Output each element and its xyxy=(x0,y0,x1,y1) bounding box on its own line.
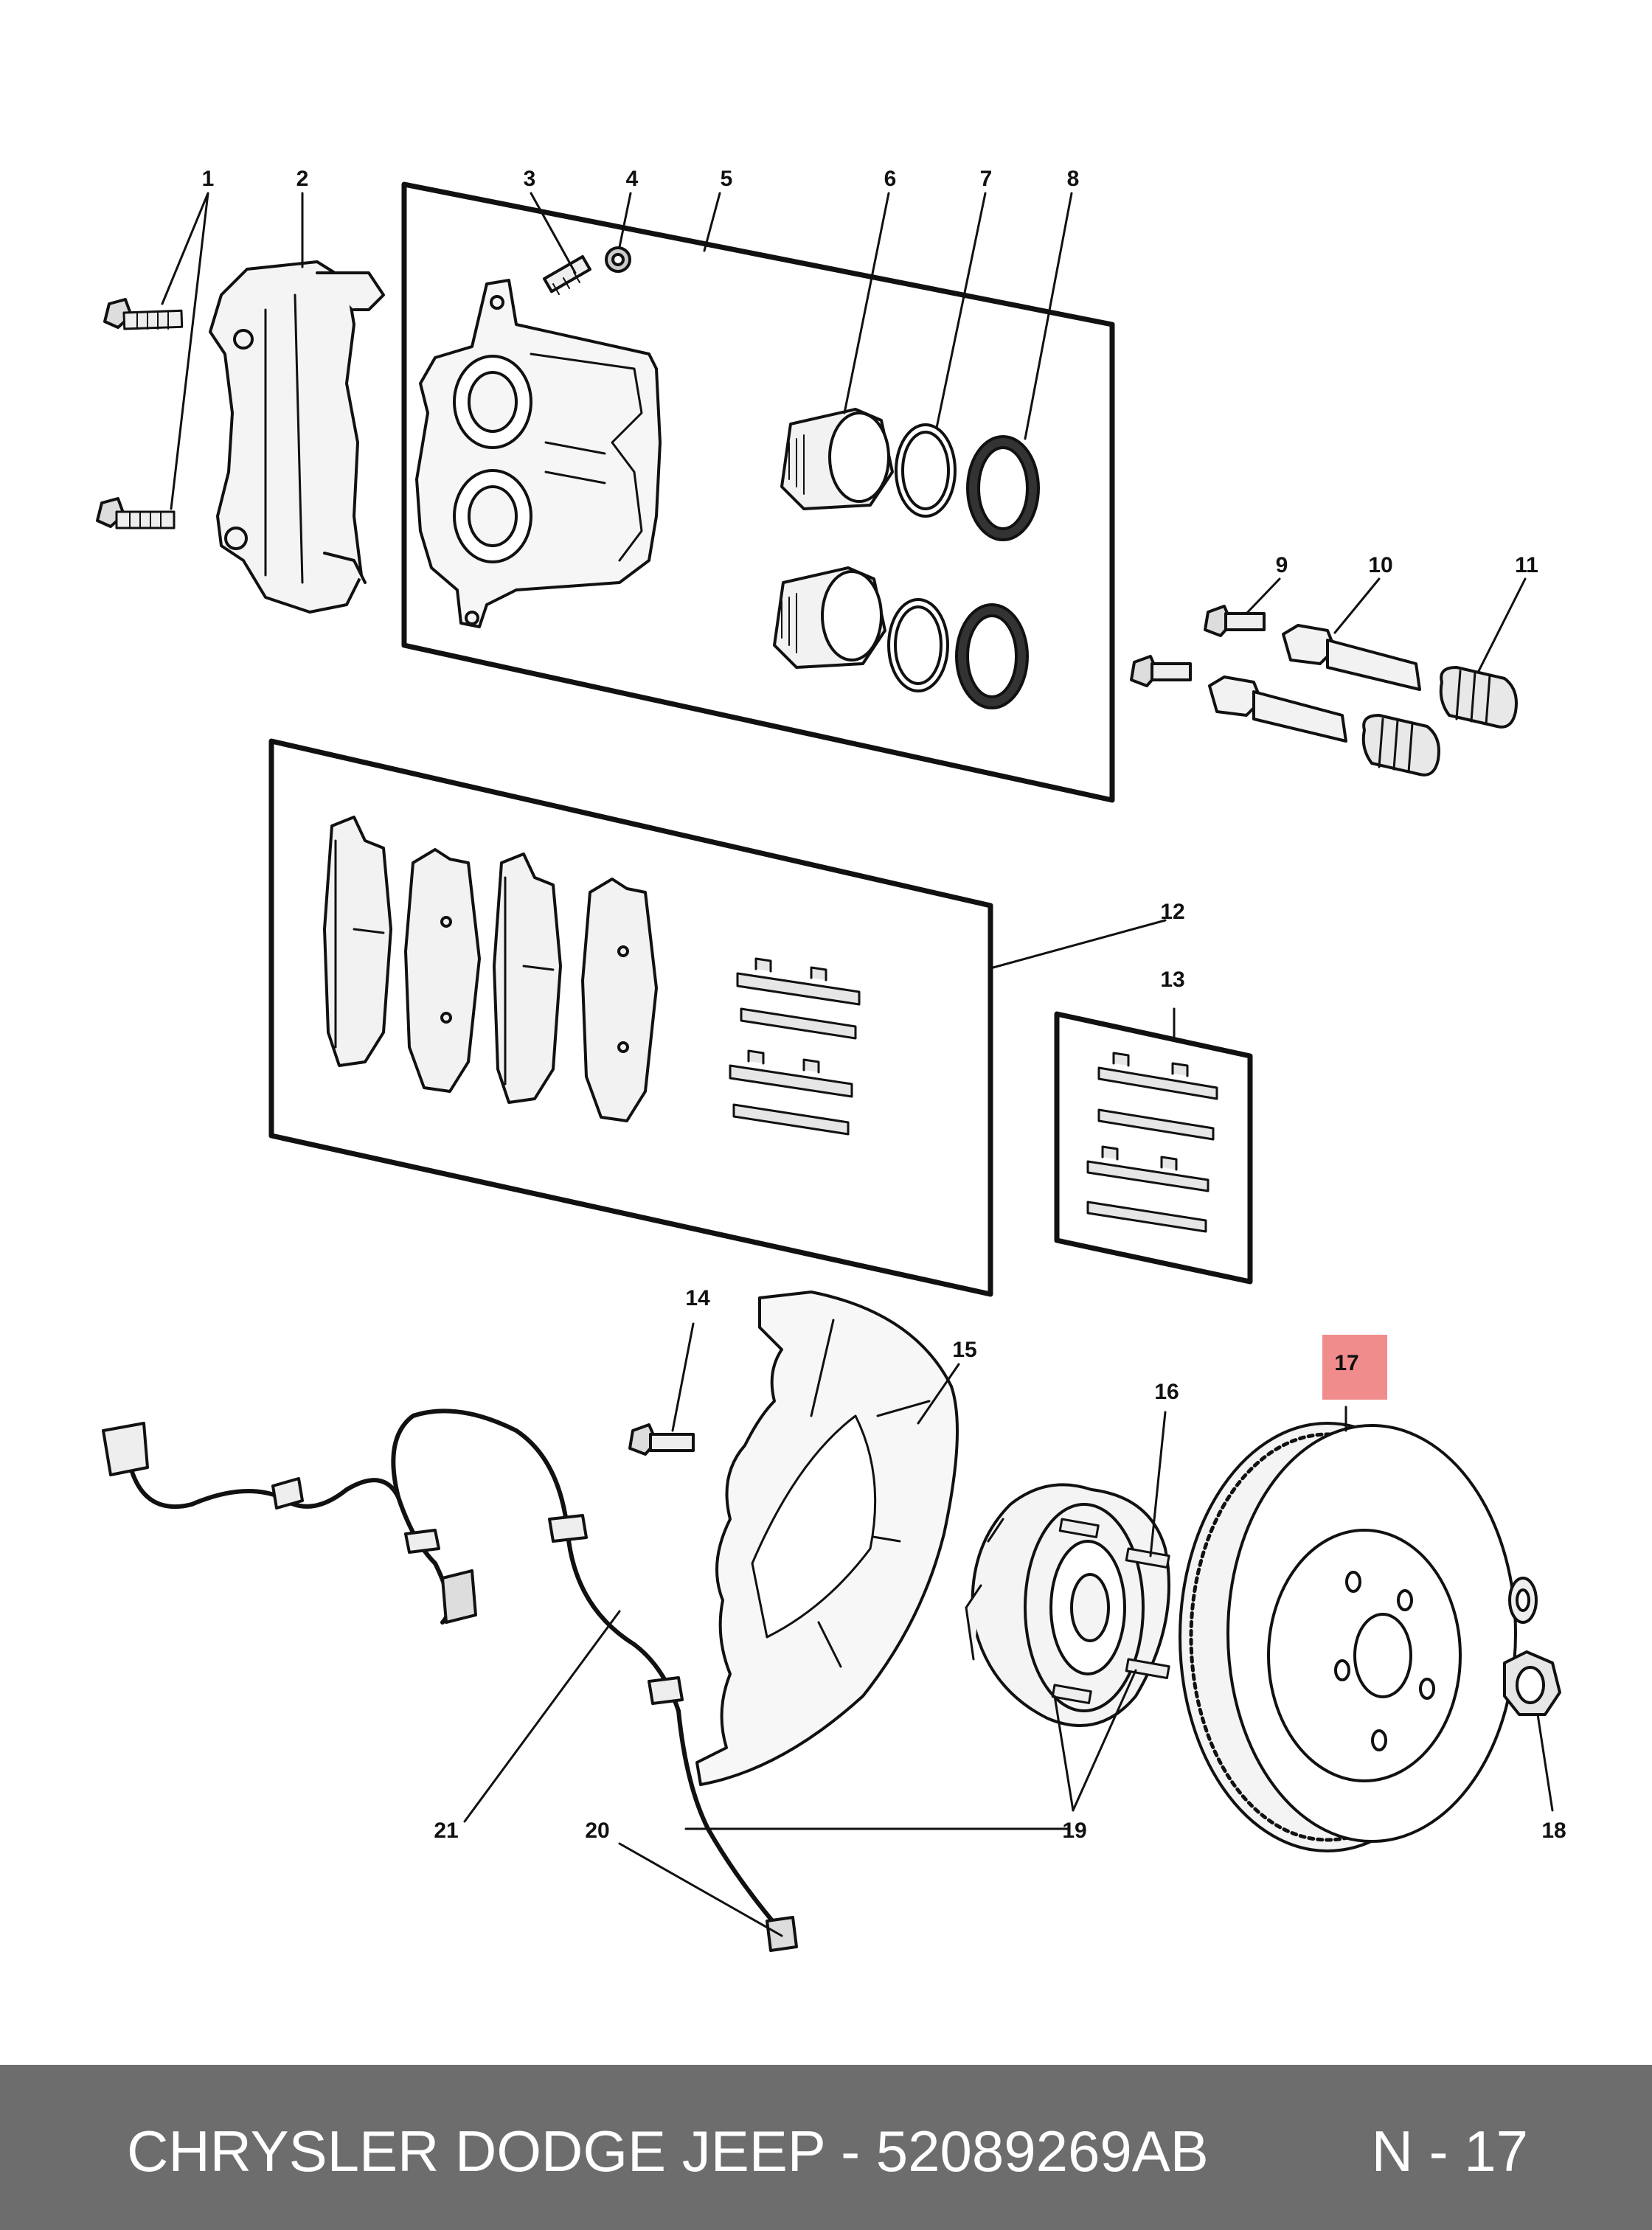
guide-pin-boot-lower xyxy=(1361,714,1440,777)
callout-19: 19 xyxy=(1062,1819,1086,1843)
caliper-mounting-bracket xyxy=(209,260,385,614)
brake-pad-2 xyxy=(404,848,481,1093)
piston-o-ring-upper xyxy=(895,423,957,518)
callout-17: 17 xyxy=(1334,1351,1358,1375)
piston-seal-upper xyxy=(966,435,1040,541)
callout-13: 13 xyxy=(1160,968,1184,992)
callout-12: 12 xyxy=(1160,900,1184,924)
caliper-piston-upper xyxy=(780,408,894,510)
leader-lines xyxy=(161,192,1554,1937)
guide-pin-upper xyxy=(1282,624,1421,691)
brake-pad-set-frame xyxy=(268,738,993,1297)
callout-10: 10 xyxy=(1368,553,1392,577)
wheel-hub-bearing xyxy=(965,1483,1170,1727)
callout-9: 9 xyxy=(1276,553,1288,577)
pad-clip-kit-frame xyxy=(1054,1011,1253,1285)
callout-15: 15 xyxy=(952,1338,976,1362)
caliper-bracket-bolt-upper xyxy=(103,298,184,330)
brake-pad-3 xyxy=(493,852,562,1104)
callout-6: 6 xyxy=(884,167,897,191)
footer-page-label: N - 17 xyxy=(1371,2119,1528,2184)
bleeder-screw xyxy=(543,255,591,295)
bleeder-cap xyxy=(605,246,631,273)
callout-18: 18 xyxy=(1541,1819,1566,1843)
brake-pad-1 xyxy=(323,816,392,1067)
callout-14: 14 xyxy=(685,1286,710,1310)
callout-numbers: 1 2 3 4 5 6 7 8 9 10 11 12 13 14 15 16 1… xyxy=(202,167,1566,1843)
callout-3: 3 xyxy=(524,167,536,191)
callout-20: 20 xyxy=(585,1819,609,1843)
guide-pin-boot-upper xyxy=(1439,666,1518,729)
callout-16: 16 xyxy=(1154,1380,1179,1404)
guide-pin-bolt-lower xyxy=(1130,655,1192,687)
callout-21: 21 xyxy=(434,1819,458,1843)
callout-1: 1 xyxy=(202,167,215,191)
piston-o-ring-lower xyxy=(887,598,949,692)
hub-nut xyxy=(1503,1650,1561,1716)
footer-title: CHRYSLER DODGE JEEP - 52089269AB xyxy=(127,2119,1209,2184)
brake-splash-shield xyxy=(695,1291,959,1786)
highlight-box xyxy=(1322,1335,1387,1400)
pad-clips-set xyxy=(729,957,861,1136)
caliper-housing xyxy=(415,279,662,628)
wheel-speed-sensor-harness xyxy=(102,1408,798,1952)
pad-clip-kit xyxy=(1086,1052,1218,1233)
caliper-piston-lower xyxy=(773,566,886,669)
callout-4: 4 xyxy=(626,167,639,191)
callout-11: 11 xyxy=(1515,553,1538,577)
part-number-footer: CHRYSLER DODGE JEEP - 52089269AB N - 17 xyxy=(0,2065,1652,2230)
caliper-bracket-bolt-lower xyxy=(96,497,176,529)
guide-pin-bolt-upper xyxy=(1204,605,1266,637)
washer xyxy=(1508,1577,1538,1624)
brake-parts-diagram: 1 2 3 4 5 6 7 8 9 10 11 12 13 14 15 16 1… xyxy=(96,167,1566,1952)
callout-2: 2 xyxy=(296,167,309,191)
guide-pin-lower xyxy=(1208,675,1347,743)
splash-shield-bolt xyxy=(628,1423,695,1456)
callout-8: 8 xyxy=(1067,167,1080,191)
callout-5: 5 xyxy=(721,167,733,191)
piston-seal-lower xyxy=(955,603,1029,709)
brake-pad-4 xyxy=(581,878,658,1122)
caliper-kit-frame xyxy=(401,181,1115,803)
callout-7: 7 xyxy=(980,167,993,191)
brake-rotor xyxy=(1179,1422,1517,1852)
wheel-studs xyxy=(1051,1518,1170,1704)
